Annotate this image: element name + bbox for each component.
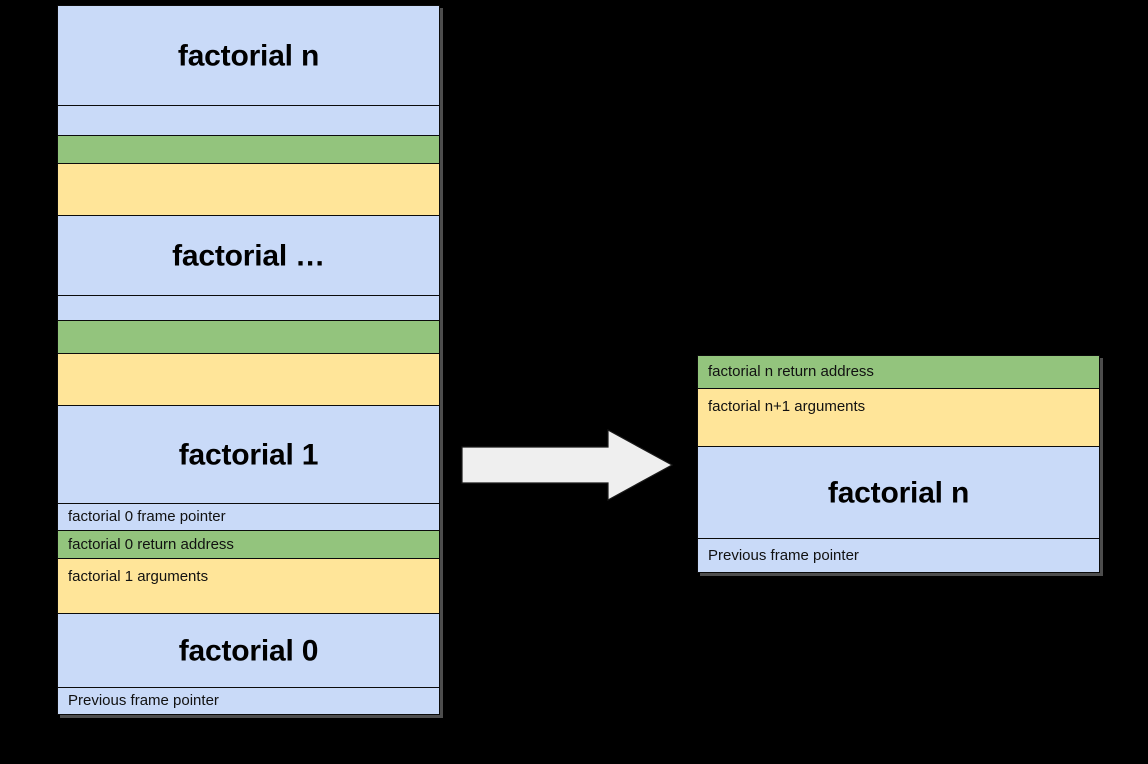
detail-row-factorial-n-return-address: factorial n return address xyxy=(698,356,1099,389)
stack-row-frame-factorial-1: factorial 1 xyxy=(58,406,439,504)
stack-row-factorial-mid-frame-pointer xyxy=(58,296,439,321)
slot-label: Previous frame pointer xyxy=(68,692,219,709)
detail-row-frame-factorial-n: factorial n xyxy=(698,447,1099,539)
stack-row-frame-factorial-n: factorial n xyxy=(58,6,439,106)
single-frame-detail: factorial n return address factorial n+1… xyxy=(697,355,1100,573)
frame-title: factorial … xyxy=(172,239,325,272)
slot-label: factorial n return address xyxy=(708,363,874,380)
frame-title: factorial 0 xyxy=(178,634,319,667)
detail-row-previous-frame-pointer: Previous frame pointer xyxy=(698,539,1099,572)
stack-row-factorial-mid-return-address xyxy=(58,321,439,354)
stack-row-factorial-mid-arguments xyxy=(58,354,439,406)
slot-label: Previous frame pointer xyxy=(708,546,859,564)
slot-label: factorial 0 frame pointer xyxy=(68,508,226,525)
stack-row-factorial-1-arguments: factorial 1 arguments xyxy=(58,559,439,614)
recursive-call-stack: factorial n factorial … factorial 1 fact… xyxy=(57,5,440,715)
frame-title: factorial 1 xyxy=(178,438,319,471)
stack-row-factorial-0-return-address: factorial 0 return address xyxy=(58,531,439,559)
stack-row-factorial-n-return-address xyxy=(58,136,439,164)
stack-row-previous-frame-pointer: Previous frame pointer xyxy=(58,688,439,714)
stack-row-frame-factorial-0: factorial 0 xyxy=(58,614,439,688)
zoom-in-arrow xyxy=(458,425,678,505)
stack-row-factorial-n-frame-pointer xyxy=(58,106,439,136)
frame-title: factorial n xyxy=(827,476,970,509)
slot-label: factorial 0 return address xyxy=(68,535,234,553)
slot-label: factorial 1 arguments xyxy=(68,568,209,585)
frame-title: factorial n xyxy=(177,39,320,72)
detail-row-factorial-n-plus-1-arguments: factorial n+1 arguments xyxy=(698,389,1099,447)
stack-row-factorial-0-frame-pointer: factorial 0 frame pointer xyxy=(58,504,439,531)
stack-row-frame-factorial-ellipsis: factorial … xyxy=(58,216,439,296)
slot-label: factorial n+1 arguments xyxy=(708,398,866,415)
stack-row-factorial-n-arguments xyxy=(58,164,439,216)
